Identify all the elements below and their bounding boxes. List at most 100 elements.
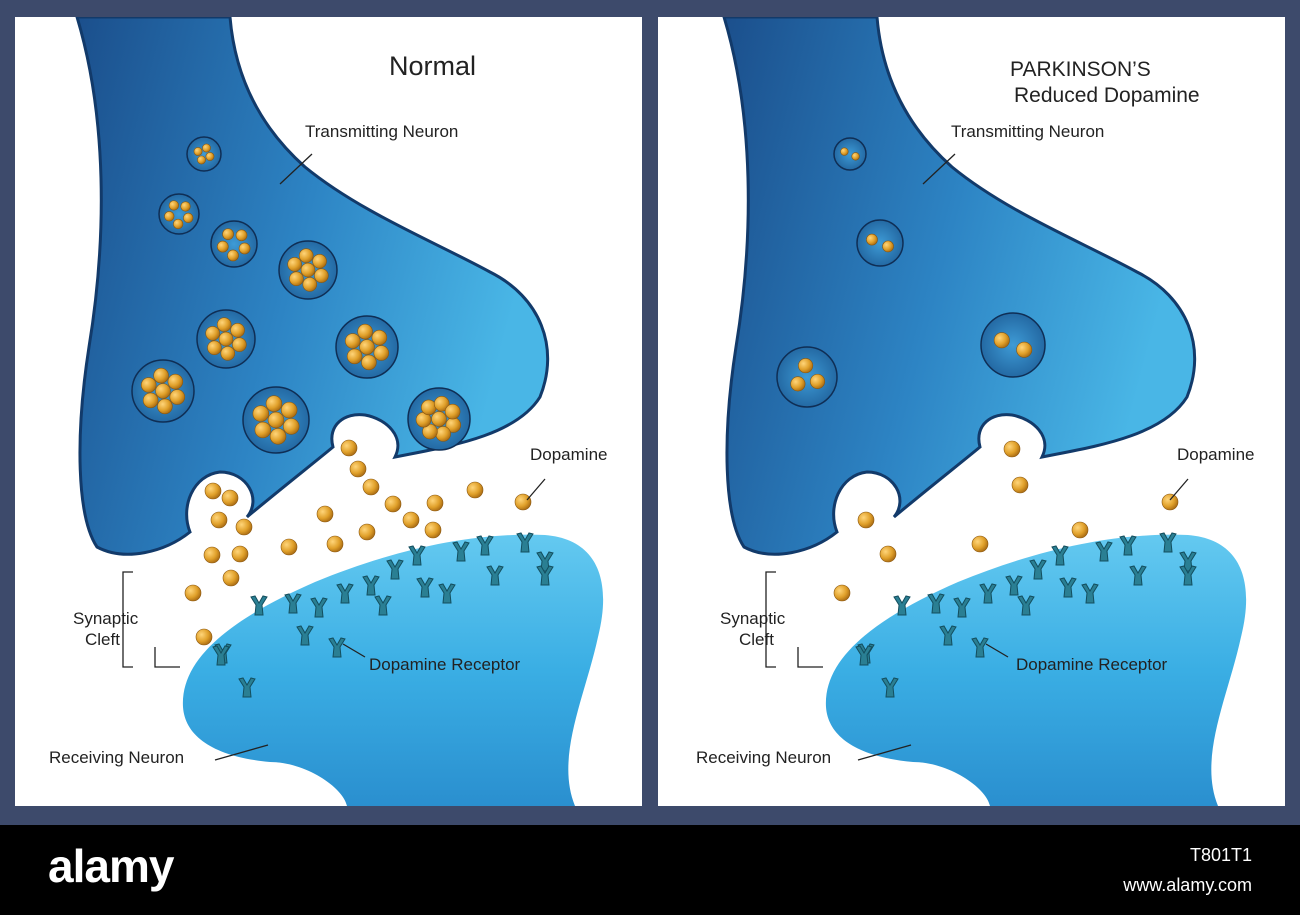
dopamine-molecule (866, 233, 878, 246)
receptor (238, 677, 256, 698)
vesicle (407, 387, 471, 451)
receptor (476, 535, 494, 556)
parkinsons-synapse-illustration (722, 17, 1247, 806)
dopamine-molecule (153, 367, 169, 384)
dopamine-molecule (373, 345, 390, 361)
dopamine-molecule (168, 200, 179, 211)
dopamine-molecule (362, 478, 380, 496)
dopamine-molecule (203, 546, 221, 564)
receptor (362, 575, 380, 596)
vesicle (210, 220, 258, 268)
dopamine-molecule (851, 152, 860, 161)
dopamine-molecule (205, 152, 215, 161)
dopamine-molecule (444, 403, 461, 420)
dopamine-molecule (216, 317, 232, 332)
dopamine-molecule (1071, 521, 1089, 539)
dopamine-molecule (180, 201, 191, 212)
dopamine-molecule (1161, 493, 1179, 511)
dopamine-molecule (221, 489, 239, 507)
receptor (893, 595, 911, 616)
receiving-neuron-pointer (857, 744, 912, 761)
receptor (486, 565, 504, 586)
dopamine-molecule (790, 376, 806, 392)
synaptic-cleft-label-line2: Cleft (739, 630, 774, 649)
dopamine-molecule (282, 418, 300, 435)
receptor (953, 597, 971, 618)
dopamine-molecule (514, 493, 532, 511)
dopamine-molecule (349, 460, 367, 478)
footer-bar: alamy T801T1 www.alamy.com (0, 825, 1300, 915)
dopamine-molecule (1016, 341, 1033, 358)
dopamine-label: Dopamine (530, 445, 608, 464)
normal-title: Normal (389, 51, 477, 81)
dopamine-molecule (252, 405, 270, 422)
receptor (416, 577, 434, 598)
dopamine-label: Dopamine (1177, 445, 1255, 464)
dopamine-molecule (1011, 476, 1029, 494)
parkinsons-title-line1: PARKINSON’S (1010, 58, 1151, 81)
receptor (1159, 532, 1177, 553)
dopamine-molecule (210, 511, 228, 529)
dopamine-molecule (359, 339, 375, 355)
transmitting-neuron-pointer (279, 153, 313, 185)
dopamine-molecule (169, 389, 186, 405)
image-id: T801T1 (1189, 845, 1252, 865)
normal-panel: Normal Transmitting Neuron Dopamine Syna… (15, 17, 642, 806)
dopamine-molecule (316, 505, 334, 523)
dopamine-molecule (402, 511, 420, 529)
receptor (1017, 595, 1035, 616)
receiving-neuron-label: Receiving Neuron (49, 748, 185, 767)
receptor (927, 593, 945, 614)
transmitting-neuron-pointer (922, 153, 956, 185)
free-dopamine-molecules (184, 439, 532, 646)
dopamine-receptor-label: Dopamine Receptor (369, 655, 521, 674)
receptor (1095, 541, 1113, 562)
dopamine-molecule (421, 399, 437, 416)
dopamine-molecule (357, 323, 373, 340)
receptor (971, 637, 989, 658)
synaptic-cleft-label-line1: Synaptic (720, 609, 786, 628)
receptor (310, 597, 328, 618)
dopamine-molecule (302, 277, 318, 292)
dopamine-molecule (840, 147, 849, 156)
dopamine-molecule (204, 482, 222, 500)
synaptic-cleft-bracket-top (765, 571, 776, 668)
receptor (296, 625, 314, 646)
vesicle (158, 193, 200, 235)
footer-url: www.alamy.com (1123, 875, 1252, 895)
dopamine-molecule (289, 271, 304, 287)
receptor (1129, 565, 1147, 586)
synaptic-cleft-bracket-bottom (797, 647, 823, 668)
dopamine-molecule (971, 535, 989, 553)
receptor (536, 565, 554, 586)
receptor (516, 532, 534, 553)
dopamine-molecule (216, 240, 229, 253)
vesicle (776, 346, 838, 408)
parkinsons-panel: PARKINSON’S Reduced Dopamine Transmittin… (658, 17, 1285, 806)
receptor (374, 595, 392, 616)
dopamine-molecule (326, 535, 344, 553)
dopamine-molecule (384, 495, 402, 513)
dopamine-molecule (312, 253, 327, 269)
synaptic-cleft-label-line1: Synaptic (73, 609, 139, 628)
receptor (1029, 559, 1047, 580)
synaptic-cleft-bracket-top (122, 571, 133, 668)
receptor (284, 593, 302, 614)
receiving-neuron-pointer (214, 744, 269, 761)
vesicle (833, 137, 867, 171)
receptor (250, 595, 268, 616)
vesicle (131, 359, 195, 423)
dopamine-molecule (238, 242, 251, 255)
receiving-neuron-label: Receiving Neuron (696, 748, 832, 767)
vesicle (278, 240, 338, 300)
dopamine-vesicles (131, 136, 471, 454)
dopamine-molecule (340, 439, 358, 457)
dopamine-molecule (230, 322, 245, 338)
dopamine-molecule (202, 143, 211, 153)
dopamine-molecule (222, 228, 234, 240)
normal-synapse-illustration (75, 17, 604, 806)
receptor (1059, 577, 1077, 598)
dopamine-molecule (422, 423, 438, 440)
dopamine-pointer (526, 478, 546, 501)
dopamine-molecule (267, 411, 285, 429)
